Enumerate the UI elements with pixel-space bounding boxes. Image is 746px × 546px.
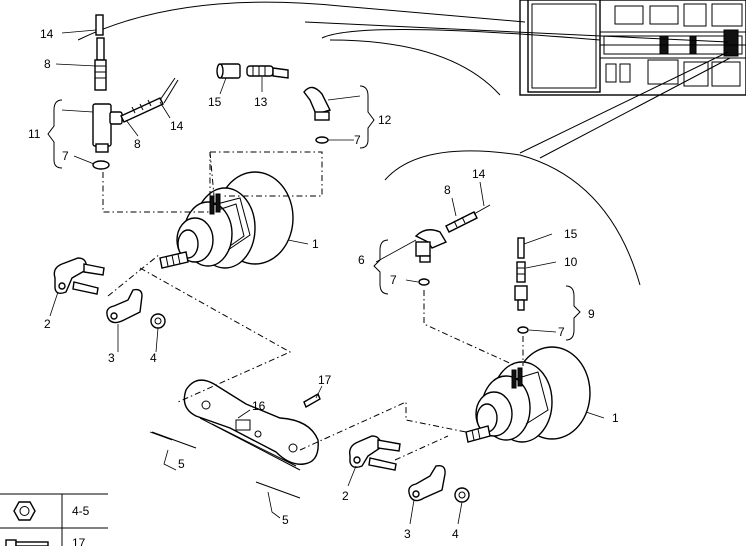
- callout-8-top: 8: [44, 57, 51, 71]
- left-nut-4: [150, 313, 166, 329]
- callout-labels: 14 8 11 8 14 7 15 13 12 7 1 2 3 4 16 17 …: [28, 27, 619, 541]
- leader-lines: [49, 29, 605, 525]
- callout-14-mid: 14: [170, 119, 184, 133]
- contour-line-upper-curve: [329, 39, 501, 96]
- callout-17: 17: [318, 373, 332, 387]
- callout-5-bottom: 5: [282, 513, 289, 527]
- leader-to-chassis-a: [519, 51, 729, 154]
- callout-1-left: 1: [312, 237, 319, 251]
- callout-12: 12: [378, 113, 392, 127]
- left-brake-chamber: [159, 171, 294, 269]
- group-brace-12: [359, 85, 375, 149]
- callout-3-right: 3: [404, 527, 411, 541]
- callout-4-left: 4: [150, 351, 157, 365]
- legend-row2-value: 17: [72, 536, 86, 546]
- callout-5-left: 5: [178, 457, 185, 471]
- upper-left-fitting-group: [92, 14, 179, 170]
- callout-13: 13: [254, 95, 268, 109]
- left-bracket-2: [53, 257, 105, 295]
- assembly-dash-lines: [102, 151, 524, 461]
- callout-16: 16: [252, 399, 266, 413]
- upper-middle-fitting-group: [216, 63, 332, 144]
- group-brace-6: [373, 239, 389, 295]
- right-upper-fitting-group: [414, 204, 529, 334]
- group-brace-9: [565, 285, 581, 341]
- contour-line-upper: [321, 28, 601, 41]
- right-nut-4: [454, 487, 470, 503]
- callout-2-right: 2: [342, 489, 349, 503]
- callout-11: 11: [28, 127, 41, 141]
- leader-to-chassis-b: [539, 57, 731, 159]
- axle-line-left: [151, 431, 197, 449]
- callout-15-top: 15: [208, 95, 222, 109]
- callout-14-top: 14: [40, 27, 54, 41]
- callout-7-left: 7: [62, 149, 69, 163]
- right-bracket-2: [348, 435, 401, 471]
- hex-nut-icon: [13, 501, 36, 521]
- callout-8-mid: 8: [134, 137, 141, 151]
- mounting-plate-16: [183, 379, 321, 471]
- callout-9: 9: [588, 307, 595, 321]
- bolt-icon: [5, 539, 49, 546]
- callout-10: 10: [564, 255, 578, 269]
- leader-to-chassis-c: [304, 21, 729, 43]
- legend-row1-value: 4-5: [72, 504, 90, 518]
- left-bracket-3: [106, 288, 143, 324]
- callout-2-left: 2: [44, 317, 51, 331]
- contour-line-top: [77, 1, 526, 41]
- callout-8-right: 8: [444, 183, 451, 197]
- callout-14-right: 14: [472, 167, 486, 181]
- right-brake-chamber: [465, 346, 591, 443]
- vehicle-chassis-view: [519, 0, 746, 96]
- callout-6: 6: [358, 253, 365, 267]
- axle-line-bottom: [255, 481, 301, 499]
- legend-table: 4-5 17: [0, 493, 108, 546]
- callout-3-left: 3: [108, 351, 115, 365]
- callout-7-top-right: 7: [354, 133, 361, 147]
- callout-15-right: 15: [564, 227, 578, 241]
- callout-4-right: 4: [452, 527, 459, 541]
- callout-7-right-a: 7: [390, 273, 397, 287]
- right-bracket-3: [408, 464, 446, 502]
- callout-7-right-b: 7: [558, 325, 565, 339]
- group-brace-11: [47, 99, 63, 169]
- callout-1-right: 1: [612, 411, 619, 425]
- contour-line-right: [384, 150, 641, 286]
